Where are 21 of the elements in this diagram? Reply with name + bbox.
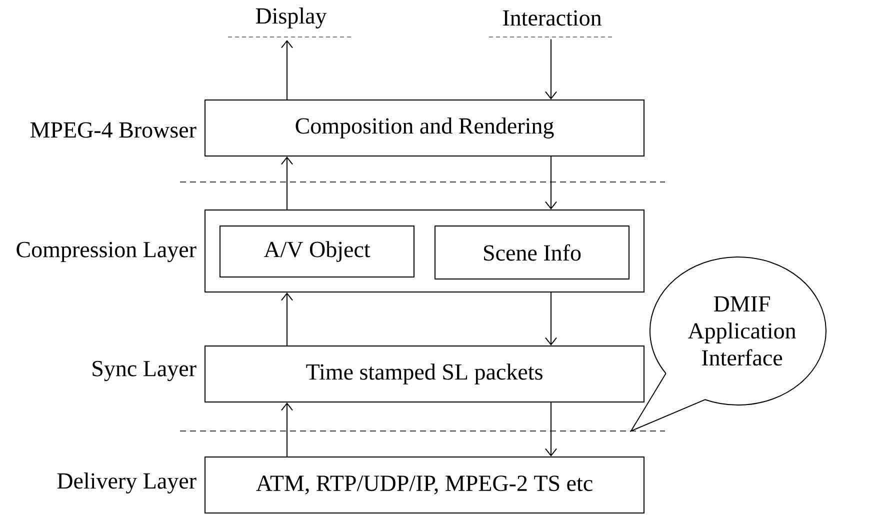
arrow <box>545 156 557 210</box>
layer-label: Compression Layer <box>16 242 196 262</box>
arrow <box>281 40 293 100</box>
process-box: A/V Object <box>220 226 414 278</box>
layer-label: MPEG-4 Browser <box>30 122 196 138</box>
layer-label: Delivery Layer <box>57 472 196 494</box>
arrow <box>545 402 557 456</box>
process-box: Time stamped SL packets <box>204 346 644 402</box>
bare-label: Display <box>256 8 327 28</box>
arrow <box>281 292 293 346</box>
bare-label: Interaction <box>503 10 602 26</box>
arrow <box>545 292 557 346</box>
speech-bubble: DMIF Application Interface <box>630 256 826 432</box>
layer-box <box>204 210 644 292</box>
process-box: ATM, RTP/UDP/IP, MPEG-2 TS etc <box>204 456 644 514</box>
arrow <box>545 38 557 100</box>
layer-label: Sync Layer <box>92 360 196 382</box>
arrow <box>281 402 293 457</box>
arrow <box>281 156 293 210</box>
process-box: Composition and Rendering <box>204 100 644 156</box>
process-box: Scene Info <box>434 226 630 280</box>
